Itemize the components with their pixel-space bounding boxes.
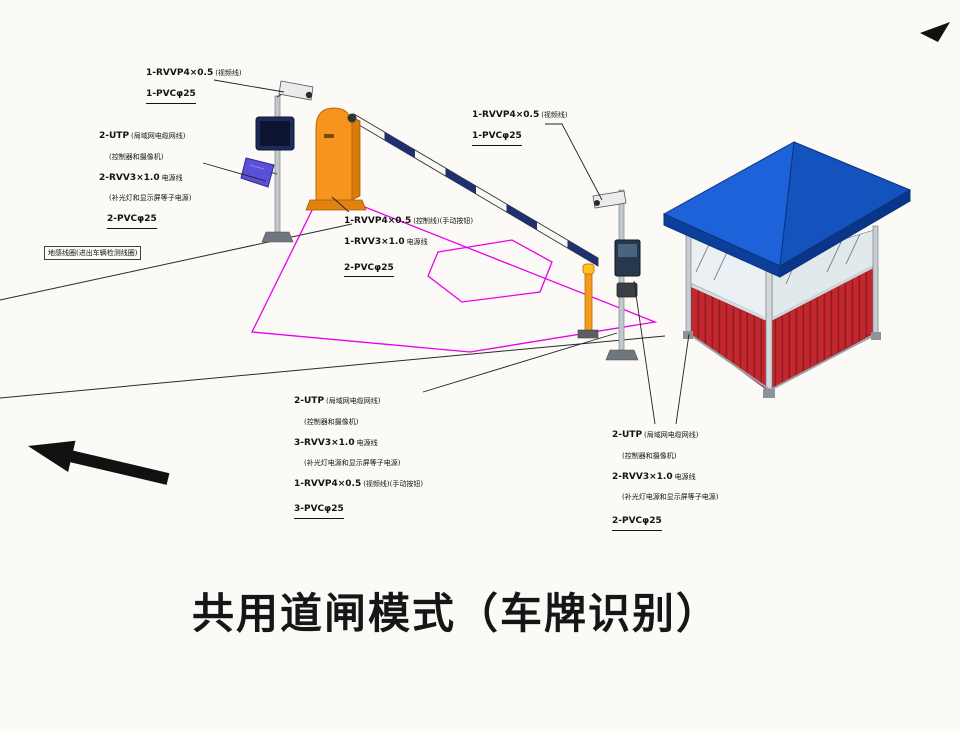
camera-pole-right — [577, 189, 641, 361]
north-arrow — [920, 22, 950, 42]
booth-sill-left — [687, 282, 769, 322]
booth-post-front — [765, 261, 773, 392]
diagram-title-bar: 共用道闸模式（车牌识别） — [0, 580, 960, 641]
label-note: (控制线)(手动按钮) — [413, 217, 474, 225]
road-line-upper — [0, 223, 353, 301]
booth-base-rail-left — [687, 332, 771, 391]
flood-light-icon — [240, 157, 275, 188]
barrier-machine-plinth — [305, 199, 367, 211]
ground-loop-coil — [427, 239, 553, 303]
arm-rest-pole — [584, 271, 593, 333]
led-display-screen — [260, 121, 290, 146]
booth-post-right — [872, 225, 879, 335]
booth-foot-front — [763, 389, 775, 398]
camera-right-lens — [594, 200, 600, 206]
booth-foot-left — [683, 331, 693, 339]
camera-left-lens — [305, 91, 313, 99]
label-text: 1-PVCφ25 — [472, 130, 522, 141]
arm-rest-base — [577, 329, 599, 339]
label-note: 电源线 — [356, 438, 378, 447]
leader-barrier-mid — [331, 196, 350, 213]
cctv-camera-left-icon — [278, 80, 314, 101]
label-note: (局域网电缆网线) — [131, 132, 186, 140]
label-note: (视频线) — [541, 111, 568, 119]
label-note: (控制器和摄像机) — [304, 417, 359, 426]
leader-cam-left-power — [202, 162, 267, 182]
booth-foot-right — [871, 332, 881, 340]
label-note: (局域网电缆网线) — [326, 397, 381, 405]
label-text: 2-RVV3×1.0 — [99, 172, 160, 183]
label-text: 1-RVVP4×0.5 — [344, 216, 412, 226]
pole-left-base — [261, 231, 294, 243]
leader-lines — [202, 79, 690, 425]
label-text: 1-RVVP4×0.5 — [146, 68, 214, 78]
arm-rest-cap — [582, 263, 595, 275]
label-note: (补光灯电源和显示屏等子电源) — [622, 493, 719, 502]
road-line-lower — [0, 335, 666, 399]
label-text: 1-RVV3×1.0 — [344, 236, 405, 247]
label-text: 2-UTP — [612, 430, 643, 440]
pole-left — [274, 95, 281, 233]
booth-post-left — [685, 227, 692, 335]
label-text: 1-PVCφ25 — [146, 88, 196, 99]
label-note: (局域网电缆网线) — [644, 431, 699, 439]
label-note: (补光灯和显示屏等子电源) — [109, 194, 192, 203]
flood-light-highlight — [249, 164, 265, 170]
camera-pole-left — [240, 80, 314, 243]
detection-area — [250, 189, 658, 353]
guard-booth — [662, 141, 912, 398]
barrier-arm — [353, 113, 599, 267]
label-note: (视频线) — [215, 69, 242, 77]
label-text: 2-RVV3×1.0 — [612, 471, 673, 482]
label-note: (控制器和摄像机) — [622, 451, 677, 460]
ground-loop-label: 地感线圈(进出车辆检测线圈) — [44, 246, 142, 260]
label-note: (补光灯电源和显示屏等子电源) — [304, 459, 401, 468]
road-lines — [0, 223, 666, 399]
label-note: (视频线)(手动按钮) — [363, 480, 424, 489]
booth-sill-right — [769, 263, 877, 322]
label-text: 2-UTP — [294, 396, 325, 406]
pole-right-base — [605, 349, 639, 361]
label-note: 电源线 — [674, 472, 696, 481]
cable-label-cam-right-video: 1-RVVP4×0.5(视频线) 1-PVCφ25 — [472, 102, 568, 146]
barrier-gate-machine — [305, 107, 367, 211]
leader-cam-right-video — [545, 123, 603, 201]
label-note: (控制器和摄像机) — [109, 152, 164, 161]
arm-pivot — [347, 113, 357, 123]
barrier-machine-side — [351, 116, 361, 201]
label-text: 3-PVCφ25 — [294, 503, 344, 514]
page-title: 共用道闸模式（车牌识别） — [191, 589, 720, 638]
label-text: 1-RVVP4×0.5 — [294, 479, 362, 490]
junction-box — [616, 282, 638, 298]
leader-bottom-mid — [422, 332, 618, 393]
label-text: 2-UTP — [99, 131, 130, 141]
control-box-screen — [618, 244, 637, 257]
leader-booth-power-1 — [633, 280, 656, 425]
machine-vent — [324, 134, 334, 138]
label-note: 电源线 — [161, 173, 183, 182]
barrier-arm-stripes — [384, 132, 598, 266]
barrier-machine-body — [315, 107, 353, 203]
detection-area-outline — [250, 189, 658, 353]
direction-arrow — [28, 440, 170, 485]
label-text: 1-RVVP4×0.5 — [472, 110, 540, 120]
leader-booth-power-2 — [675, 333, 690, 425]
booth-roof — [662, 141, 912, 278]
label-note: 电源线 — [406, 237, 428, 246]
label-text: 2-PVCφ25 — [344, 262, 394, 273]
label-text: 3-RVV3×1.0 — [294, 437, 355, 448]
booth-base-rail-right — [769, 333, 877, 391]
leader-cam-left-video — [213, 79, 285, 93]
label-text: 2-PVCφ25 — [612, 516, 662, 527]
cable-label-cam-left-video: 1-RVVP4×0.5(视频线) 1-PVCφ25 — [146, 60, 242, 104]
label-text: 2-PVCφ25 — [107, 214, 157, 225]
